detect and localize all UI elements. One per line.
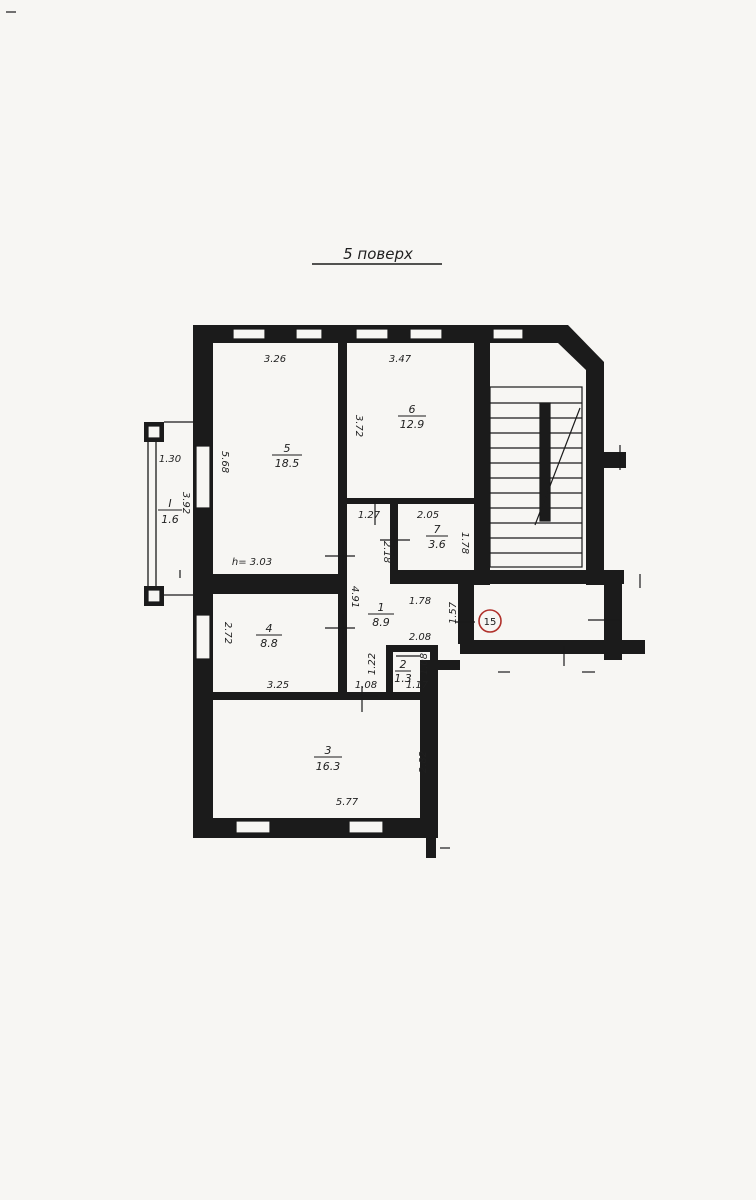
dim-corridor-width: 1.27 — [358, 510, 381, 521]
room-4-area: 8.8 — [260, 637, 278, 650]
dim-room3-height: 2.82 — [418, 751, 429, 773]
dim-room7-width: 2.05 — [417, 510, 439, 521]
dim-hall-height: 2.18 — [381, 541, 392, 563]
dim-room3-width: 5.77 — [336, 797, 359, 808]
room-6-number: 6 — [409, 403, 416, 416]
dim-balcony-width: 1.30 — [159, 454, 181, 465]
dim-balcony-length: 3.92 — [180, 492, 191, 514]
dim-room7-height: 1.78 — [459, 532, 470, 554]
apartment-number-badge: 15 — [478, 609, 502, 633]
staircase — [489, 386, 583, 568]
dim-room5-height: 5.68 — [219, 451, 230, 473]
balcony-area: 1.6 — [161, 513, 179, 526]
room-2-area: 1.3 — [394, 672, 412, 685]
balcony — [144, 421, 193, 606]
apartment-number: 15 — [484, 617, 497, 628]
dimension-labels: 3.26 5.68 3.47 3.72 1.27 2.05 1.78 2.18 … — [159, 354, 470, 808]
room-7-area: 3.6 — [428, 538, 446, 551]
balcony-number: I — [168, 497, 171, 510]
dim-room6-height: 3.72 — [353, 415, 364, 437]
room-7-number: 7 — [434, 523, 441, 536]
room-5-area: 18.5 — [275, 457, 300, 470]
room-3-area: 16.3 — [316, 760, 341, 773]
dim-room6-width: 3.47 — [389, 354, 412, 365]
room-1-number: 1 — [378, 601, 385, 614]
door-marks — [179, 445, 641, 849]
dim-closet-height: 1.22 — [367, 653, 378, 675]
room-6-area: 12.9 — [400, 418, 425, 431]
room-1-area: 8.9 — [372, 616, 390, 629]
windows — [195, 328, 524, 834]
dim-ceiling-height: h= 3.03 — [232, 557, 272, 568]
dim-corridor-lower: 1.08 — [355, 680, 377, 691]
dim-hall-width: 1.78 — [409, 596, 431, 607]
room-2-number: 2 — [400, 658, 407, 671]
room-5-number: 5 — [284, 442, 291, 455]
dim-room4-height: 2.72 — [222, 622, 233, 644]
dim-room5-width: 3.26 — [264, 354, 286, 365]
dim-room4-width: 3.25 — [267, 680, 289, 691]
dim-bath-width: 2.08 — [409, 632, 431, 643]
inner-walls — [213, 343, 474, 700]
dim-corridor-length: 4.91 — [349, 586, 360, 608]
dim-bath-depth: 1.17 — [406, 680, 429, 691]
room-labels: 5 18.5 6 12.9 7 3.6 4 8.8 1 8.9 3 16.3 2… — [158, 403, 448, 773]
room-4-number: 4 — [266, 622, 273, 635]
room-3-number: 3 — [325, 744, 332, 757]
floor-title: 5 поверх — [343, 245, 413, 263]
dim-bath-height: 1.08 — [419, 653, 430, 675]
dim-entry-depth: 1.57 — [448, 601, 459, 624]
